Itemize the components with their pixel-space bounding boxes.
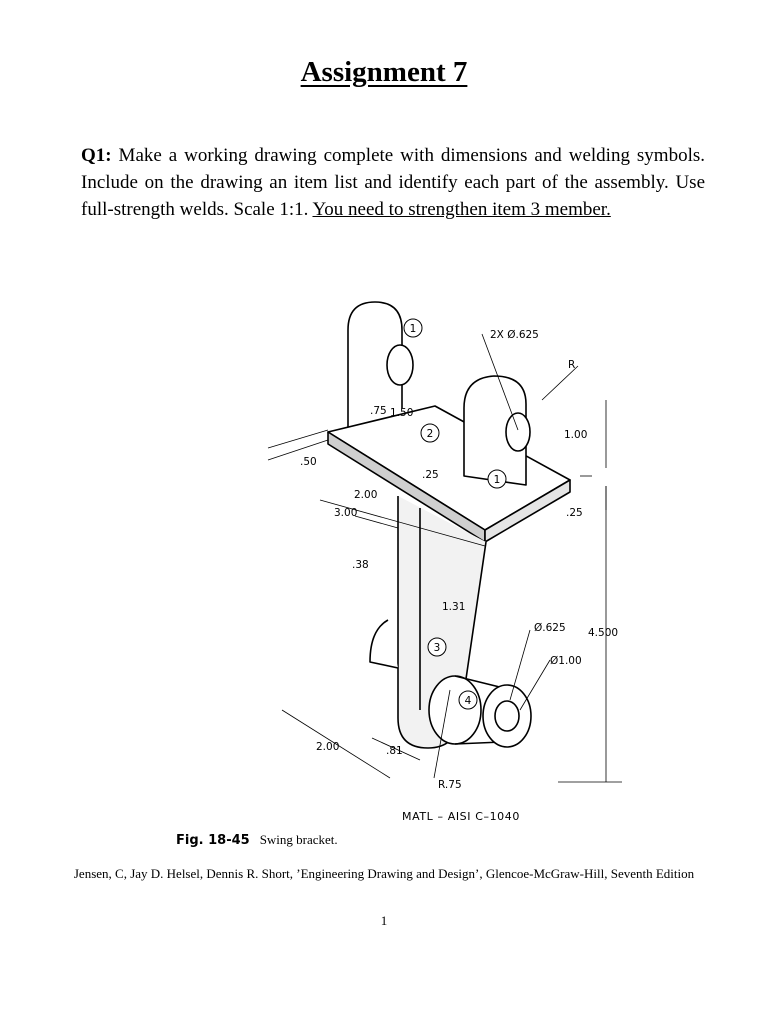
- lug-1-rear: [347, 301, 403, 436]
- plate-side-edge: [484, 479, 571, 543]
- label-081: .81: [386, 745, 403, 757]
- label-025b: .25: [566, 507, 583, 519]
- label-4500: 4.500: [588, 627, 618, 639]
- balloon-1a: [403, 318, 423, 338]
- item-1b: 1: [494, 474, 501, 486]
- stub: [369, 619, 399, 669]
- label-200b: 2.00: [316, 741, 339, 753]
- isometric-drawing: 1 1 2 3 4 2X Ø.625 R .75 1.50 1.00 .50 .…: [267, 301, 622, 791]
- figure-number: Fig. 18-45: [176, 833, 250, 848]
- boss-4-rear: [428, 675, 482, 745]
- material-note: MATL – AISI C–1040: [402, 810, 520, 823]
- citation: Jensen, C, Jay D. Helsel, Dennis R. Shor…: [73, 866, 695, 881]
- item-4: 4: [465, 695, 472, 707]
- label-300: 3.00: [334, 507, 357, 519]
- figure-caption: Fig. 18-45 Swing bracket.: [176, 832, 338, 848]
- page-title: Assignment 7: [300, 56, 468, 88]
- label-100: 1.00: [564, 429, 587, 441]
- question-underlined-text: You need to strengthen item 3 member.: [312, 199, 611, 220]
- label-050: .50: [300, 456, 317, 468]
- question-text: Make a working drawing complete with dim…: [81, 145, 705, 220]
- balloon-3: [427, 637, 447, 657]
- balloon-2: [420, 423, 440, 443]
- page-number: 1: [380, 913, 388, 928]
- boss-4-hole: [494, 700, 520, 732]
- lug-1-hole: [386, 344, 414, 386]
- label-038: .38: [352, 559, 369, 571]
- lug-1-front: [463, 375, 527, 486]
- swing-bracket-drawing: 1 1 2 3 4 2X Ø.625 R .75 1.50 1.00 .50 .…: [250, 290, 670, 810]
- question-paragraph: Q1: Make a working drawing complete with…: [81, 142, 705, 223]
- label-holes: 2X Ø.625: [490, 329, 539, 341]
- figure-title: Swing bracket.: [259, 832, 338, 847]
- item-3: 3: [434, 642, 441, 654]
- label-hole-big: Ø1.00: [550, 655, 582, 667]
- question-label: Q1:: [81, 145, 112, 166]
- label-200a: 2.00: [354, 489, 377, 501]
- label-075: .75: [370, 405, 387, 417]
- balloon-4: [458, 690, 478, 710]
- label-r075: R.75: [438, 779, 462, 791]
- label-r-top: R: [568, 359, 575, 371]
- label-131: 1.31: [442, 601, 465, 613]
- label-025a: .25: [422, 469, 439, 481]
- item-1a: 1: [410, 323, 417, 335]
- label-150: 1.50: [390, 407, 413, 419]
- label-hole-small: Ø.625: [534, 622, 566, 634]
- balloon-1b: [487, 469, 507, 489]
- lug-1-front-hole: [505, 412, 531, 452]
- item-2: 2: [427, 428, 434, 440]
